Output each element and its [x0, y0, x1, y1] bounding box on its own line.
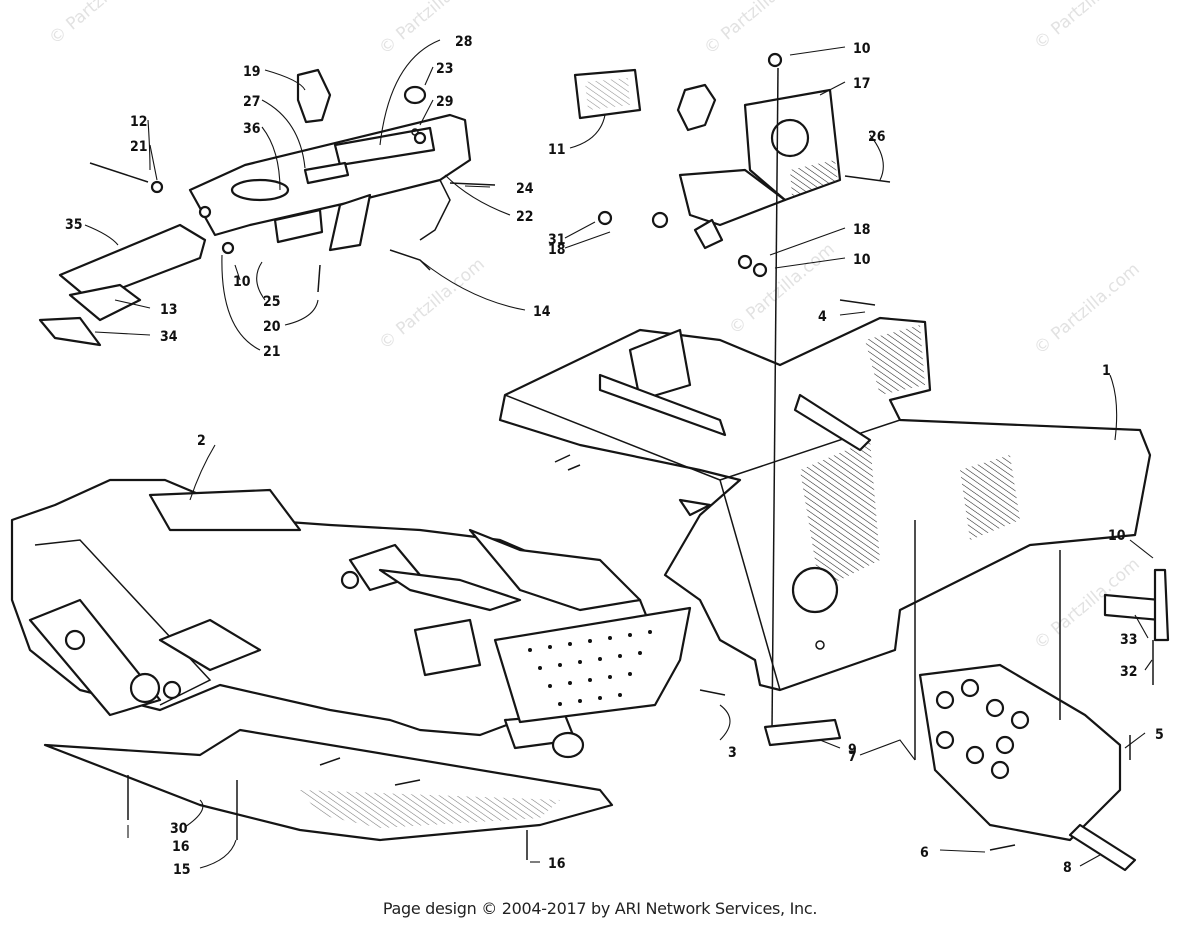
callout-labels: 1 2 3 4 5 6 7 8 9 10 10 10 10 11 12 13 1…	[65, 34, 1164, 878]
callout-21-bottom: 21	[263, 344, 281, 360]
callout-18-left: 18	[548, 242, 566, 258]
callout-20: 20	[263, 319, 281, 335]
callout-9: 9	[848, 742, 857, 758]
callout-19: 19	[243, 64, 261, 80]
callout-1: 1	[1102, 363, 1111, 379]
callout-33: 33	[1120, 632, 1138, 648]
callout-13: 13	[160, 302, 178, 318]
callout-30: 30	[170, 821, 188, 837]
callout-10-bracket: 10	[853, 252, 871, 268]
callout-15: 15	[173, 862, 191, 878]
steering-bracket	[573, 68, 842, 250]
callout-10-top: 10	[853, 41, 871, 57]
callout-21-top: 21	[130, 139, 148, 155]
callout-34: 34	[160, 329, 178, 345]
rear-bracket	[918, 568, 1170, 872]
callout-10-rear: 10	[1108, 528, 1126, 544]
callout-14: 14	[533, 304, 551, 320]
callout-25: 25	[263, 294, 281, 310]
copyright-footer: Page design © 2004-2017 by ARI Network S…	[382, 899, 818, 918]
callout-29: 29	[436, 94, 454, 110]
callout-leaders	[84, 39, 1154, 869]
panel-holes	[528, 630, 652, 706]
callout-31: 31	[548, 232, 566, 248]
callout-17: 17	[853, 76, 871, 92]
watermark: © Partzilla.com	[1030, 0, 1143, 54]
watermark: © Partzilla.com	[45, 0, 158, 49]
callout-22: 22	[516, 209, 534, 225]
callout-3: 3	[728, 745, 737, 761]
callout-27: 27	[243, 94, 261, 110]
callout-2: 2	[197, 433, 206, 449]
callout-12: 12	[130, 114, 148, 130]
callout-16-left: 16	[172, 839, 190, 855]
callout-4: 4	[818, 309, 827, 325]
callout-10-console: 10	[233, 274, 251, 290]
footrest-assembly	[38, 223, 207, 347]
watermark: © Partzilla.com	[375, 0, 488, 59]
callout-24: 24	[516, 181, 534, 197]
callout-11: 11	[548, 142, 566, 158]
side-panel	[493, 606, 692, 724]
callout-32: 32	[1120, 664, 1138, 680]
callout-35: 35	[65, 217, 83, 233]
callout-18-right: 18	[853, 222, 871, 238]
belly-pan	[43, 728, 614, 842]
watermark: © Partzilla.com	[1030, 259, 1143, 359]
watermark: © Partzilla.com	[700, 0, 813, 59]
console-top	[188, 68, 472, 252]
callout-26: 26	[868, 129, 886, 145]
callout-28: 28	[455, 34, 473, 50]
hardware	[89, 52, 1154, 860]
callout-8: 8	[1063, 860, 1072, 876]
callout-6: 6	[920, 845, 929, 861]
callout-36: 36	[243, 121, 261, 137]
tunnel-chassis	[498, 316, 1152, 692]
callout-7: 7	[848, 749, 857, 765]
callout-16-center: 16	[548, 856, 566, 872]
callout-23: 23	[436, 61, 454, 77]
callout-5: 5	[1155, 727, 1164, 743]
